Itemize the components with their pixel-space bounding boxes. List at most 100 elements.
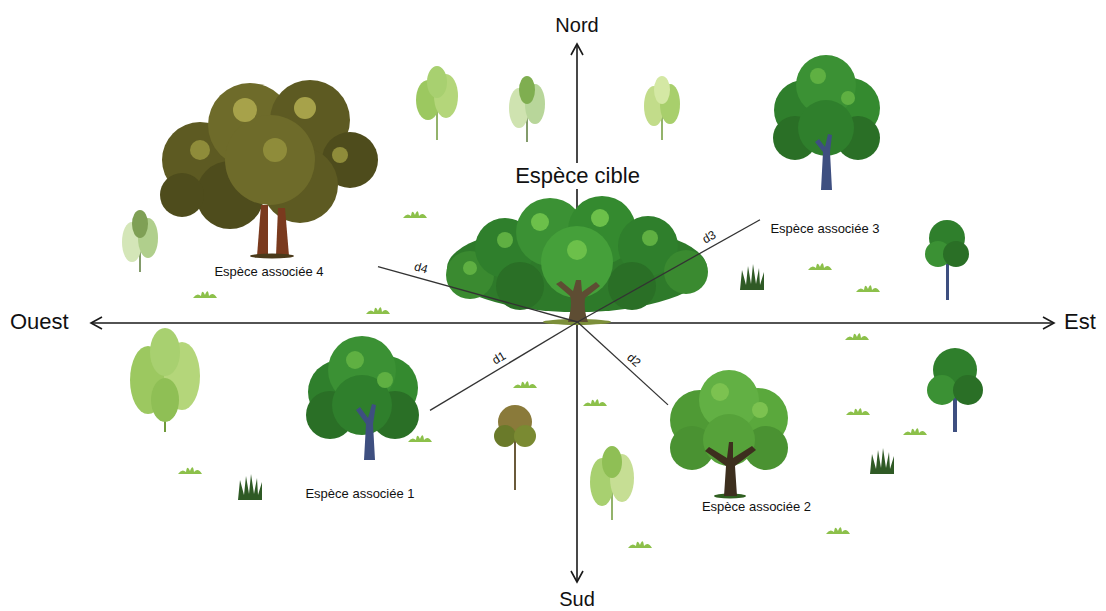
small-tree: [953, 375, 983, 405]
distance-label: d2: [625, 351, 643, 369]
compass-axes: [91, 44, 1054, 582]
associated-tree: [263, 138, 287, 162]
grass-tufts: [366, 307, 390, 314]
target-tree: [497, 232, 513, 248]
distance-line: [430, 322, 578, 410]
target-tree: [608, 262, 656, 310]
distance-line: [578, 220, 761, 322]
compass-label: Ouest: [10, 311, 69, 333]
bamboo-shrub: [590, 446, 634, 520]
compass-label: Sud: [559, 589, 595, 609]
grass-tufts: [403, 211, 427, 218]
distance-label: d3: [701, 228, 719, 245]
target-tree: [531, 213, 549, 231]
compass-axes: [571, 44, 583, 55]
grass-tufts: [846, 408, 870, 415]
grass-tufts: [193, 291, 217, 298]
compass-label: Nord: [555, 15, 598, 35]
small-tree: [514, 425, 536, 447]
bamboo-shrub: [130, 328, 200, 432]
associated-tree: [670, 370, 788, 499]
target-tree: [446, 196, 708, 325]
bamboo-shrub: [151, 378, 179, 422]
bamboo-shrub: [644, 76, 680, 140]
bamboo-shrub: [519, 76, 535, 104]
distance-line: [378, 267, 578, 322]
associated-tree: [356, 404, 376, 460]
associated-tree: [773, 55, 880, 190]
bamboo-shrub: [654, 76, 670, 104]
bamboo-shrub: [150, 328, 180, 376]
bamboo-shrub: [427, 66, 447, 98]
small-tree: [494, 405, 536, 490]
associated-tree: [841, 91, 855, 105]
associated-tree: [711, 383, 729, 401]
grass-tufts: [513, 381, 537, 388]
compass-axes: [571, 571, 583, 582]
grass-tufts: [178, 467, 202, 474]
grass-tufts: [740, 264, 764, 290]
grass-tufts: [178, 211, 927, 548]
grass-tufts: [628, 541, 652, 548]
grass-tufts: [238, 474, 262, 500]
grass-tufts: [903, 428, 927, 435]
target-tree: [591, 209, 609, 227]
species-label: Espèce associée 1: [302, 486, 417, 502]
target-tree: [556, 280, 600, 322]
associated-tree: [160, 173, 204, 217]
target-species-box: Espèce cible: [440, 163, 715, 322]
distance-label: d4: [413, 260, 429, 275]
associated-tree: [810, 68, 826, 84]
species-box: Espèce associée 3: [760, 55, 890, 237]
target-tree: [496, 262, 544, 310]
target-tree: [664, 250, 708, 294]
compass-axes: [91, 317, 102, 329]
grass-tufts: [826, 527, 850, 534]
associated-tree: [257, 205, 268, 256]
distance-label: d1: [490, 349, 508, 366]
associated-tree: [225, 115, 315, 205]
associated-tree: [752, 402, 768, 418]
distance-line: [578, 322, 669, 405]
associated-tree: [276, 208, 289, 256]
bamboo-shrub: [509, 76, 545, 142]
associated-tree: [190, 140, 210, 160]
associated-tree: [250, 254, 294, 259]
target-species-label: Espèce cible: [512, 163, 643, 189]
small-tree: [927, 348, 983, 432]
bamboo-shrub: [132, 210, 148, 238]
small-tree: [514, 440, 516, 490]
bamboo-shrub: [416, 66, 458, 140]
associated-tree: [294, 97, 316, 119]
associated-tree: [815, 134, 832, 190]
compass-label: Est: [1064, 311, 1096, 333]
associated-tree: [160, 80, 378, 259]
species-label: Espèce associée 4: [211, 264, 326, 280]
bamboo-shrub: [602, 446, 622, 478]
small-tree: [925, 220, 969, 300]
species-box: Espèce associée 2: [668, 378, 845, 515]
associated-tree: [377, 372, 393, 388]
species-label: Espèce associée 2: [699, 499, 814, 515]
bamboo-shrub: [122, 210, 158, 272]
associated-tree: [332, 147, 348, 163]
compass-axes: [1043, 317, 1054, 329]
grass-tufts: [808, 263, 832, 270]
grass-tufts: [856, 285, 880, 292]
associated-tree: [306, 336, 419, 460]
species-label: Espèce associée 3: [767, 221, 882, 237]
grass-tufts: [408, 435, 432, 442]
grass-tufts: [583, 399, 607, 406]
associated-tree: [346, 351, 364, 369]
associated-tree: [705, 442, 756, 496]
grass-tufts: [870, 448, 894, 474]
species-box: Espèce associée 4: [160, 80, 378, 280]
species-box: Espèce associée 1: [290, 335, 430, 502]
target-tree: [642, 230, 658, 246]
